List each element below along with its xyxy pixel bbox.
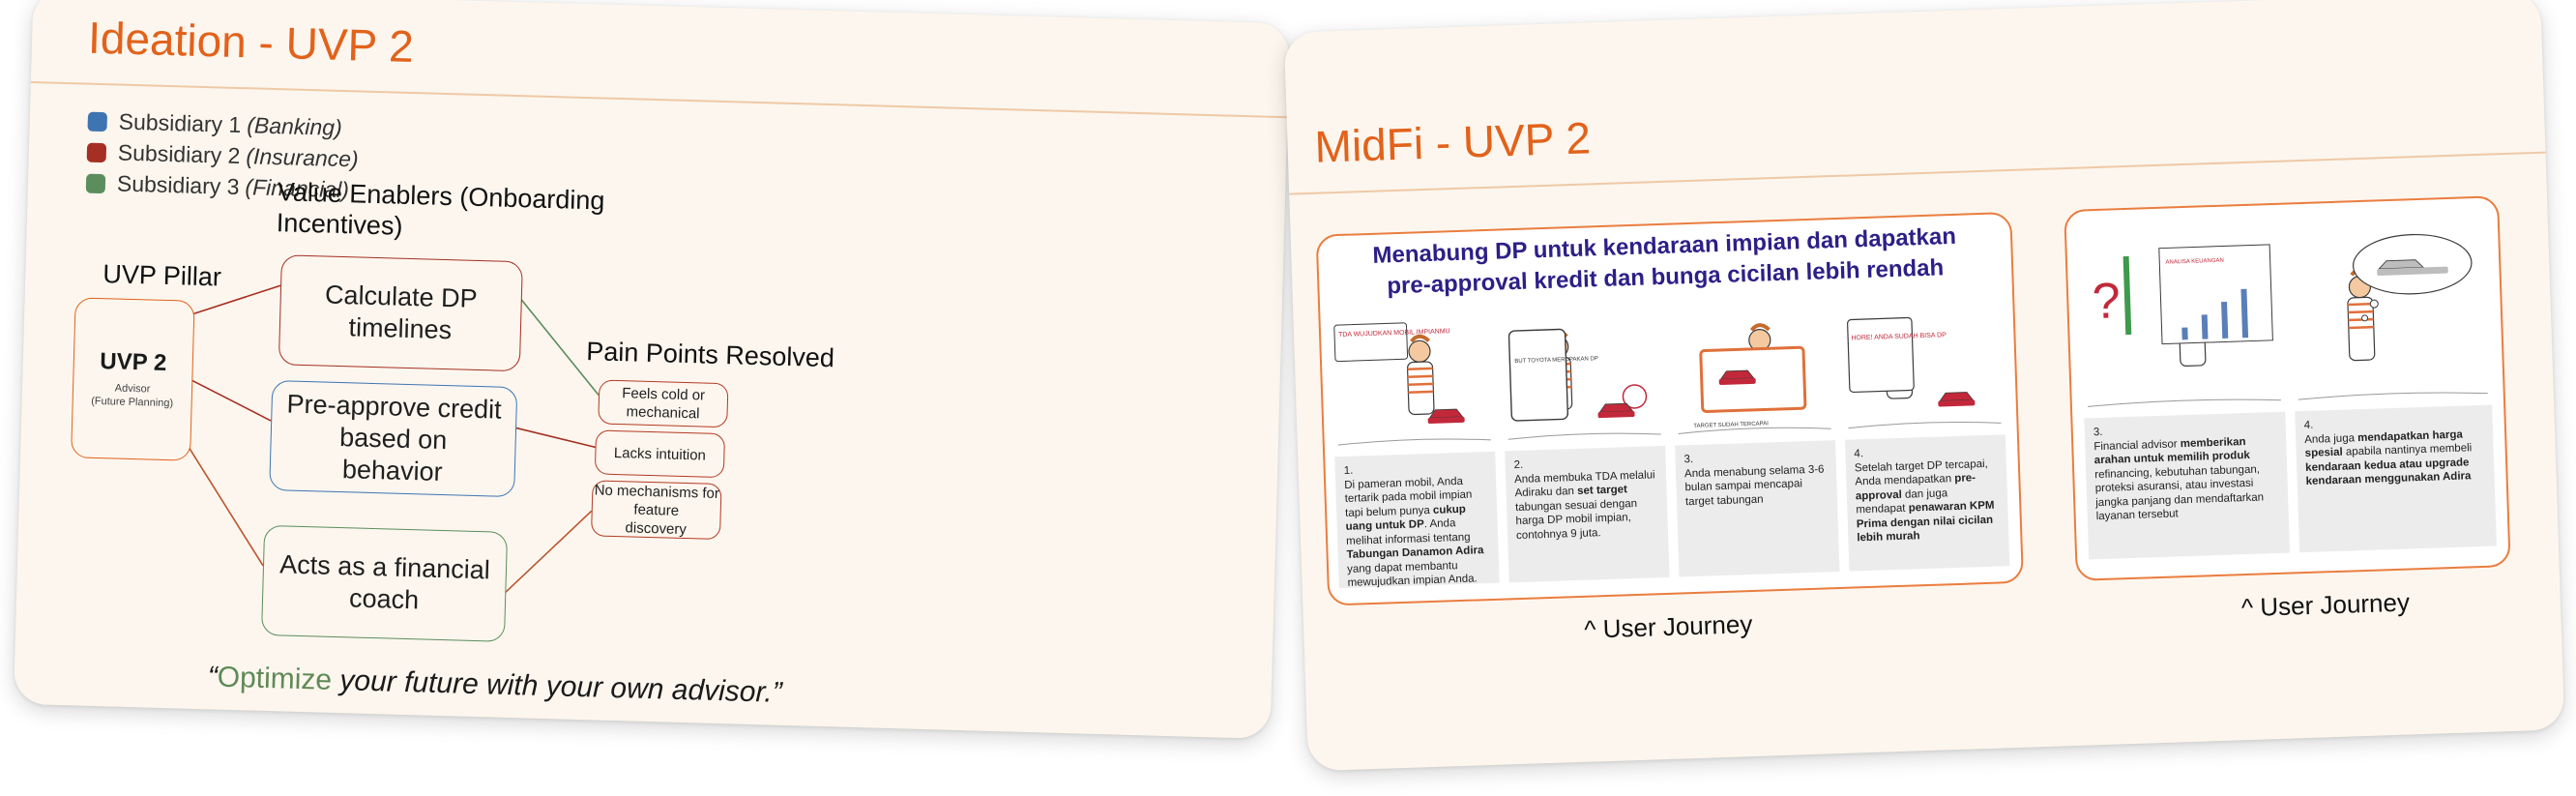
- exclamation-icon: [2122, 255, 2132, 336]
- uvp-subtitle-1: Advisor: [114, 382, 151, 396]
- storyboard-sketch: [2298, 233, 2488, 400]
- storyboard-caption: 1.Di pameran mobil, Anda tertarik pada m…: [1334, 451, 1500, 591]
- step-description: Anda membuka TDA melalui Adiraku dan set…: [1514, 468, 1659, 543]
- slide-midfi: MidFi - UVP 2 Menabung DP untuk kendaraa…: [1283, 0, 2565, 772]
- connector-line-6: [503, 510, 593, 595]
- storyboard-sketch: TARGET SUDAH TERCAPAI: [1678, 323, 1831, 434]
- connector-lines: [188, 284, 600, 595]
- storyboard-caption: 2.Anda membuka TDA melalui Adiraku dan s…: [1505, 445, 1670, 583]
- banner-icon: [1333, 322, 1409, 363]
- svg-text:TARGET SUDAH TERCAPAI: TARGET SUDAH TERCAPAI: [1693, 421, 1769, 429]
- storyboard-art: [2289, 226, 2493, 408]
- step-text: apabila nantinya membeli: [2342, 442, 2473, 458]
- caption-user-journey-b: ^ User Journey: [2240, 587, 2411, 623]
- car-icon: [1598, 402, 1634, 413]
- uvp-title: UVP 2: [99, 348, 167, 376]
- step-text: tabungan sesuai dengan harga DP mobil im…: [1514, 497, 1638, 542]
- storyboard-panel: TARGET SUDAH TERCAPAITARGET SUDAH TERCAP…: [1669, 291, 1840, 577]
- storyboard-caption: 3.Financial advisor memberikan arahan un…: [2084, 411, 2291, 560]
- suv-icon: [2378, 259, 2425, 270]
- car-icon: [1428, 408, 1464, 419]
- storyboard-art: BUT TOYOTA MERUPAKAN DPBUT TOYOTA MERUPA…: [1500, 297, 1665, 448]
- storyboard-caption: 4.Setelah target DP tercapai, Anda menda…: [1844, 434, 2010, 572]
- storyboard-art: HORE! ANDA SUDAH BISA DPHORE! ANDA SUDAH…: [1839, 285, 2005, 436]
- pain-point-line-1: Lacks intuition: [613, 444, 707, 464]
- step-text: Anda menabung selama 3-6 bulan sampai me…: [1683, 462, 1825, 508]
- storyboard-art: ? ANALISA KEUANGANANALISA KEUANGAN: [2078, 233, 2286, 415]
- step-text: refinancing, kebutuhan tabungan, proteks…: [2094, 463, 2265, 523]
- connector-line-1: [191, 284, 281, 315]
- step-description: Anda juga mendapatkan harga spesial apab…: [2304, 427, 2486, 488]
- phone-icon: [1508, 328, 1569, 422]
- car-icon: [1939, 392, 1975, 401]
- enabler-box-3: Acts as a financial coach: [261, 524, 509, 642]
- enabler-line-2: behavior: [341, 454, 444, 486]
- pain-point-line-2: discovery: [625, 518, 688, 538]
- connector-line-3: [188, 447, 264, 567]
- storyboard-caption: 3.Anda menabung selama 3-6 bulan sampai …: [1675, 440, 1840, 577]
- no-sign-icon: [1622, 384, 1648, 409]
- storyboard-sketch: HORE! ANDA SUDAH BISA DP: [1847, 316, 2002, 429]
- storyboard-panel: HORE! ANDA SUDAH BISA DPHORE! ANDA SUDAH…: [1839, 285, 2010, 572]
- journey-panels-a: TDA WUJUDKAN MOBIL IMPIANMUTDA WUJUDKAN …: [1318, 214, 2010, 589]
- step-description: Di pameran mobil, Anda tertarik pada mob…: [1344, 474, 1491, 591]
- enabler-line-1: Calculate DP timelines: [324, 280, 479, 345]
- svg-text:BUT TOYOTA MERUPAKAN DP: BUT TOYOTA MERUPAKAN DP: [1514, 356, 1598, 365]
- pain-point-box-1: Feels cold or mechanical: [598, 379, 729, 428]
- journey-frame-b: ?ANALISA KEUANGANANALISA KEUANGAN3.Finan…: [2064, 195, 2511, 581]
- person-body-icon: [1406, 361, 1435, 416]
- phone-icon: [1847, 316, 1915, 394]
- pain-point-line-1: No mechanisms for feature: [594, 481, 720, 519]
- slide-title: MidFi - UVP 2: [1313, 112, 1592, 172]
- uvp-box: UVP 2 Advisor (Future Planning): [71, 297, 195, 461]
- step-text-bold: Tabungan Danamon Adira: [1346, 545, 1484, 561]
- step-text: Anda juga: [2304, 431, 2358, 446]
- step-description: Anda menabung selama 3-6 bulan sampai me…: [1684, 462, 1829, 509]
- storyboard-panel: ?ANALISA KEUANGANANALISA KEUANGAN3.Finan…: [2078, 233, 2291, 560]
- caption-user-journey-a: ^ User Journey: [1583, 609, 1753, 644]
- step-text-bold: set target: [1576, 484, 1628, 497]
- person-head-icon: [1408, 339, 1431, 363]
- enabler-box-1: Calculate DP timelines: [278, 254, 523, 372]
- svg-text:ANALISA KEUANGAN: ANALISA KEUANGAN: [2165, 258, 2224, 266]
- storyboard-sketch: BUT TOYOTA MERUPAKAN DP: [1508, 328, 1661, 440]
- svg-text:HORE! ANDA SUDAH BISA DP: HORE! ANDA SUDAH BISA DP: [1851, 332, 1947, 341]
- pain-point-line-1: Feels cold or mechanical: [621, 385, 706, 423]
- storyboard-panel: 4.Anda juga mendapatkan harga spesial ap…: [2289, 226, 2497, 553]
- step-description: Financial advisor memberikan arahan untu…: [2093, 433, 2280, 523]
- connector-line-4: [519, 297, 600, 396]
- storyboard-caption: 4.Anda juga mendapatkan harga spesial ap…: [2295, 404, 2497, 553]
- journey-frame-a: Menabung DP untuk kendaraan impian dan d…: [1315, 211, 2024, 606]
- journey-panels-b: ?ANALISA KEUANGANANALISA KEUANGAN3.Finan…: [2065, 197, 2497, 560]
- pain-point-box-2: Lacks intuition: [594, 429, 726, 479]
- uvp-subtitle-2: (Future Planning): [91, 395, 174, 410]
- svg-text:TDA WUJUDKAN MOBIL IMPIANMU: TDA WUJUDKAN MOBIL IMPIANMU: [1338, 328, 1450, 339]
- storyboard-panel: TDA WUJUDKAN MOBIL IMPIANMUTDA WUJUDKAN …: [1330, 302, 1500, 591]
- storyboard-art: TDA WUJUDKAN MOBIL IMPIANMUTDA WUJUDKAN …: [1330, 302, 1496, 454]
- storyboard-sketch: ? ANALISA KEUANGAN: [2087, 244, 2281, 407]
- storyboard-sketch: TDA WUJUDKAN MOBIL IMPIANMU: [1333, 322, 1491, 446]
- slide-ideation: Ideation - UVP 2 Subsidiary 1(Banking)Su…: [13, 0, 1291, 740]
- step-text-bold: kendaraan kedua atau upgrade kendaraan m…: [2304, 456, 2472, 487]
- question-mark-icon: ?: [2092, 273, 2122, 330]
- connector-line-2: [190, 378, 272, 422]
- enabler-line-1: Pre-approve credit based on: [286, 388, 503, 455]
- quote-accent: Optimize: [217, 661, 333, 696]
- step-text: yang dapat membantu mewujudkan impian An…: [1346, 559, 1478, 589]
- storyboard-panel: BUT TOYOTA MERUPAKAN DPBUT TOYOTA MERUPA…: [1500, 297, 1670, 583]
- storyboard-art: TARGET SUDAH TERCAPAITARGET SUDAH TERCAP…: [1669, 291, 1835, 442]
- step-text: Financial advisor: [2093, 437, 2181, 453]
- connector-line-5: [513, 427, 596, 449]
- step-description: Setelah target DP tercapai, Anda mendapa…: [1855, 457, 2001, 545]
- enabler-line-1: Acts as a financial coach: [278, 549, 491, 615]
